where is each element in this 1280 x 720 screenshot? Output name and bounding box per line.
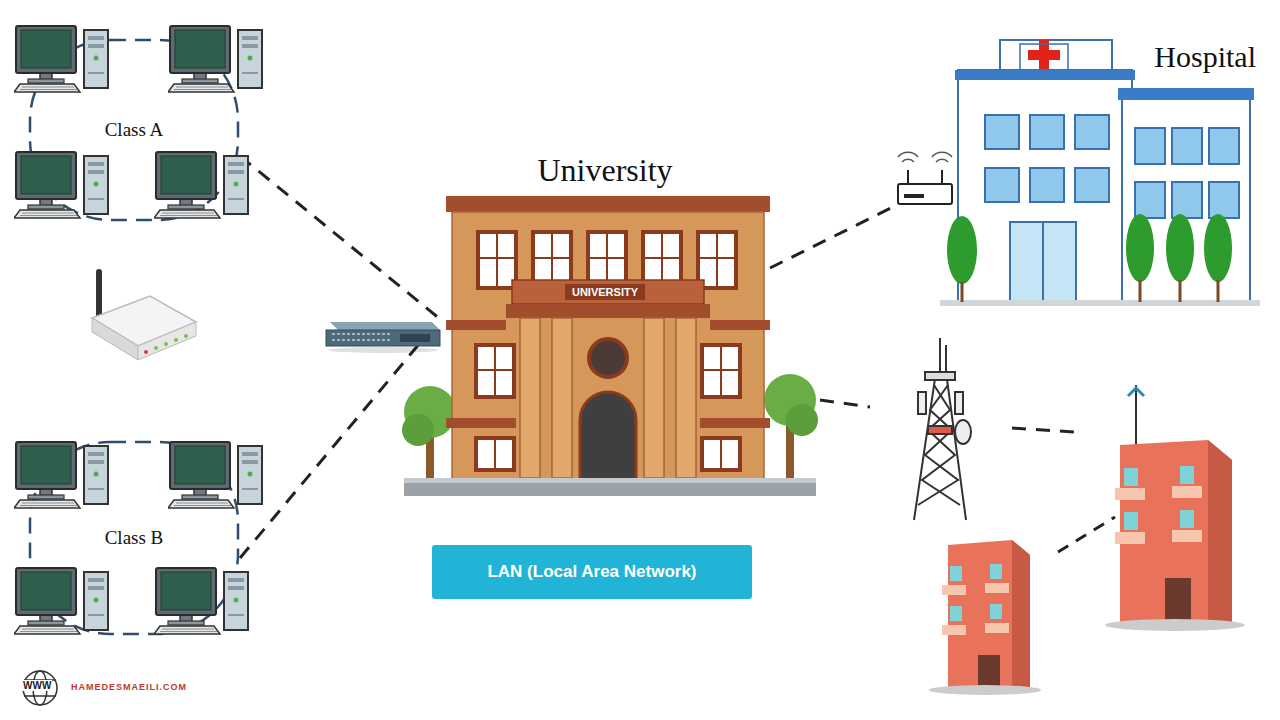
globe-icon	[23, 671, 57, 705]
building-heading: Hospital	[893, 40, 1262, 75]
group-outline-path	[30, 442, 238, 634]
lan-banner: LAN (Local Area Network)	[432, 545, 752, 599]
group-outline-path	[30, 40, 238, 220]
dashed-link	[770, 207, 893, 268]
hospital-building	[940, 40, 1260, 306]
university-node: UniversityUNIVERSITY	[440, 150, 770, 495]
class-group: Class B	[28, 440, 240, 636]
logo-text: WWW	[22, 680, 52, 691]
dashed-link	[240, 319, 440, 558]
cell-tower	[914, 338, 971, 520]
university-building	[404, 196, 816, 496]
group-label: Class B	[105, 527, 164, 549]
network-switch	[326, 322, 440, 353]
building-sign: UNIVERSITY	[565, 284, 645, 301]
apartment-building	[1105, 385, 1245, 631]
apartment-building	[929, 540, 1041, 695]
banner-text: LAN (Local Area Network)	[487, 562, 696, 582]
router	[92, 272, 196, 360]
hospital-node: Hospital	[893, 38, 1262, 306]
building-heading: University	[440, 152, 770, 189]
watermark: HAMEDESMAEILI.COM	[70, 682, 188, 692]
group-label: Class A	[105, 119, 164, 141]
dashed-link	[240, 156, 440, 319]
wifi-router	[898, 152, 952, 204]
class-group: Class A	[28, 38, 240, 222]
